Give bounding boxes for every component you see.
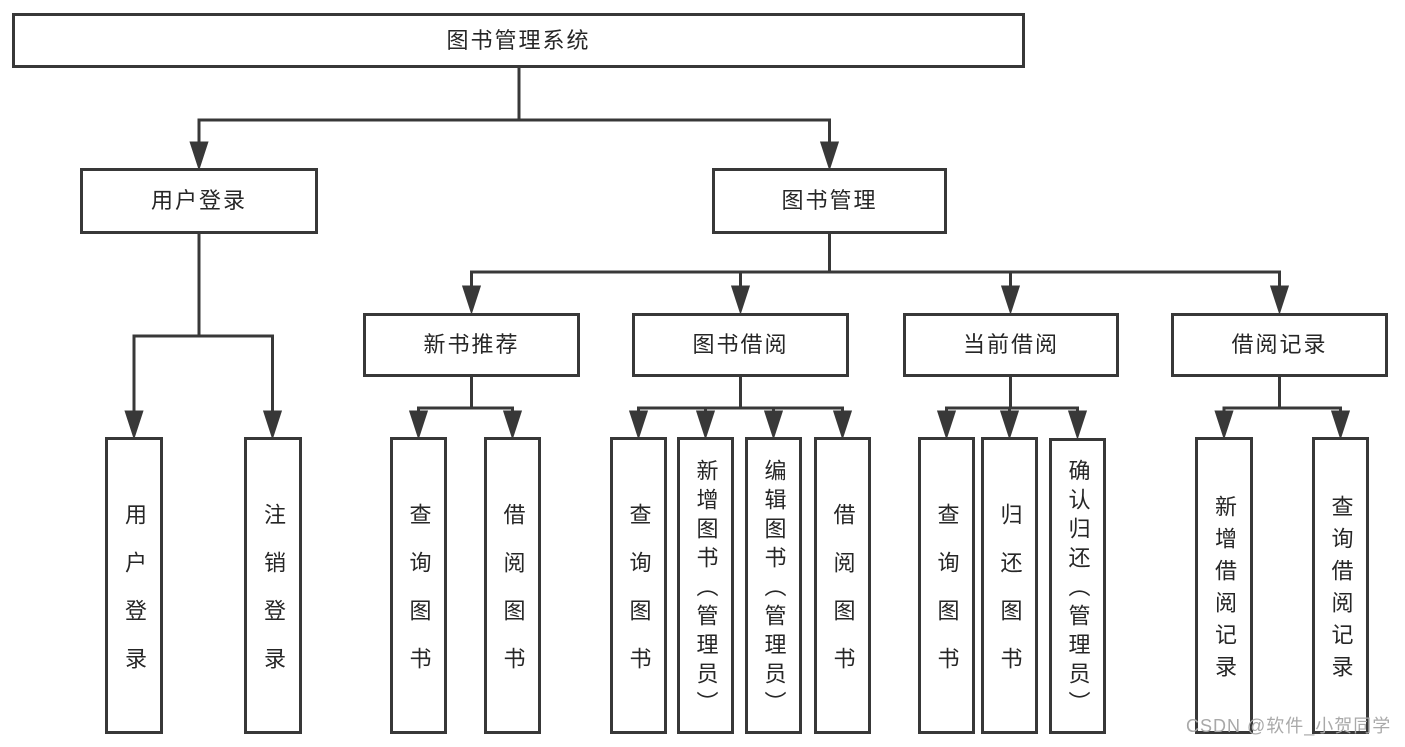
node-label: 归还图书 <box>997 502 1023 695</box>
node-label: 编辑图书（管理员） <box>761 458 787 720</box>
leaf-query-books-2: 查询图书 <box>610 437 667 734</box>
node-label: 新增借阅记录 <box>1212 494 1237 687</box>
leaf-add-book-admin: 新增图书（管理员） <box>677 437 734 734</box>
leaf-query-borrow-record: 查询借阅记录 <box>1312 437 1369 734</box>
csdn-watermark: CSDN @软件_小贺同学 <box>1186 716 1392 736</box>
node-label: 确认归还（管理员） <box>1065 459 1091 720</box>
leaf-confirm-return-admin: 确认归还（管理员） <box>1049 438 1106 734</box>
leaf-logout: 注销登录 <box>244 437 302 734</box>
node-label: 用户登录 <box>122 502 147 695</box>
node-book-management: 图书管理 <box>712 168 947 234</box>
node-label: 新书推荐 <box>423 332 520 357</box>
leaf-add-borrow-record: 新增借阅记录 <box>1195 437 1253 734</box>
leaf-return-book: 归还图书 <box>981 437 1038 734</box>
leaf-query-books-1: 查询图书 <box>390 437 447 734</box>
node-label: 借阅图书 <box>500 502 526 695</box>
node-label: 图书管理 <box>781 188 878 213</box>
node-label: 当前借阅 <box>962 332 1059 357</box>
node-library-management-system: 图书管理系统 <box>12 13 1025 68</box>
node-book-borrowing: 图书借阅 <box>632 313 849 377</box>
node-label: 图书借阅 <box>692 332 789 357</box>
node-borrowing-records: 借阅记录 <box>1171 313 1388 377</box>
node-current-borrowing: 当前借阅 <box>903 313 1119 377</box>
leaf-query-books-3: 查询图书 <box>918 437 975 734</box>
node-label: 查询图书 <box>626 502 652 695</box>
leaf-borrow-books-1: 借阅图书 <box>484 437 541 734</box>
leaf-user-login: 用户登录 <box>105 437 163 734</box>
node-label: 借阅记录 <box>1231 332 1328 357</box>
node-label: 注销登录 <box>261 502 286 695</box>
node-label: 新增图书（管理员） <box>693 458 719 720</box>
node-label: 查询图书 <box>406 502 432 695</box>
node-label: 图书管理系统 <box>446 27 591 53</box>
node-new-book-recommendation: 新书推荐 <box>363 313 580 377</box>
node-user-login: 用户登录 <box>80 168 318 234</box>
node-label: 借阅图书 <box>830 502 856 695</box>
leaf-borrow-books-2: 借阅图书 <box>814 437 871 734</box>
node-label: 用户登录 <box>150 188 247 213</box>
leaf-edit-book-admin: 编辑图书（管理员） <box>745 437 802 734</box>
node-label: 查询图书 <box>934 502 960 695</box>
node-label: 查询借阅记录 <box>1328 494 1354 687</box>
